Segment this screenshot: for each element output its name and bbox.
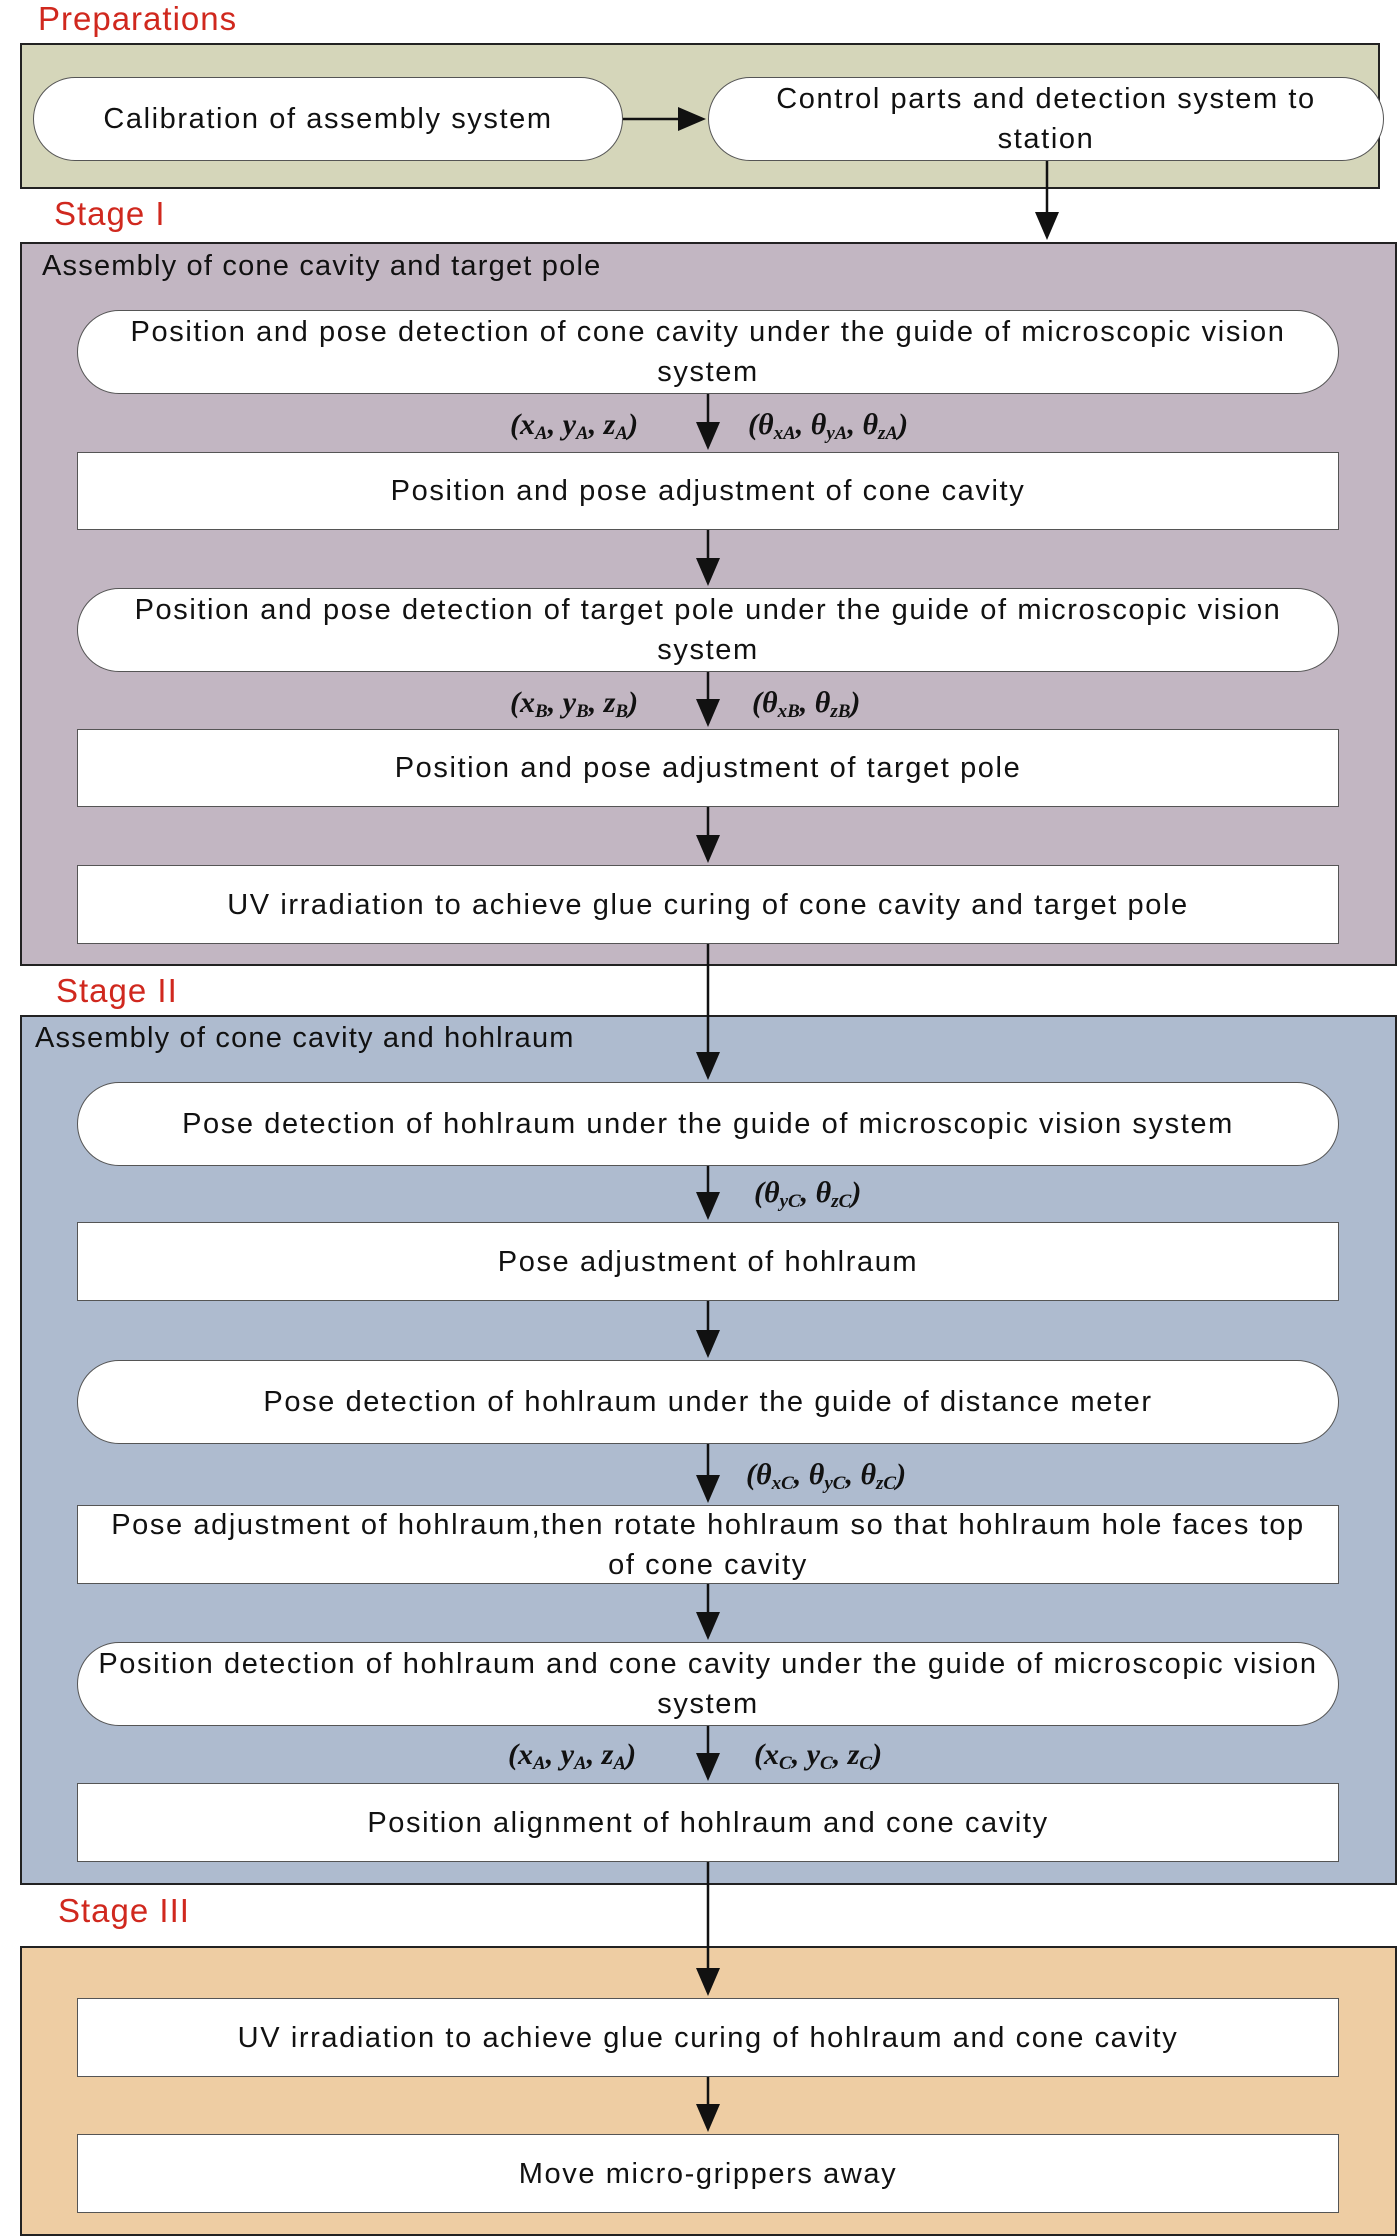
stage-1-title: Assembly of cone cavity and target pole <box>42 250 602 282</box>
arrowhead-s2-5-6 <box>696 1753 720 1781</box>
arrowhead-calibration-to-control <box>678 107 706 131</box>
stage-3-node-2: Move micro-grippers away <box>77 2134 1339 2213</box>
stage-3-node-1-text: UV irradiation to achieve glue curing of… <box>237 2021 1179 2054</box>
stage-2-node-4: Pose adjustment of hohlraum,then rotate … <box>77 1505 1339 1584</box>
stage-1-node-4: Position and pose adjustment of target p… <box>77 729 1339 807</box>
arrowhead-stage-1-to-stage-2 <box>696 1052 720 1080</box>
stage-2-label: Stage II <box>56 972 178 1009</box>
formula-ang-b: (θxB, θzB) <box>752 686 861 722</box>
stage-3-node-1: UV irradiation to achieve glue curing of… <box>77 1998 1339 2077</box>
arrowhead-s1-4-5 <box>696 835 720 863</box>
stage-1-node-5: UV irradiation to achieve glue curing of… <box>77 865 1339 944</box>
stage-2-node-5-text: Position detection of hohlraum and cone … <box>98 1648 1318 1720</box>
stage-2-node-4-text: Pose adjustment of hohlraum,then rotate … <box>111 1508 1305 1581</box>
stage-3-label: Stage III <box>58 1892 190 1929</box>
stage-1-node-5-text: UV irradiation to achieve glue curing of… <box>227 888 1189 921</box>
arrowhead-s3-1-2 <box>696 2104 720 2132</box>
formula-ang-c2: (θxC, θyC, θzC) <box>746 1458 907 1494</box>
stage-2-node-1-text: Pose detection of hohlraum under the gui… <box>182 1108 1234 1140</box>
arrowhead-stage-2-to-stage-3 <box>696 1968 720 1996</box>
stage-2-node-2-text: Pose adjustment of hohlraum <box>497 1245 919 1278</box>
stage-3-node-2-text: Move micro-grippers away <box>518 2157 898 2190</box>
stage-2-node-5: Position detection of hohlraum and cone … <box>77 1642 1339 1726</box>
stage-2-node-6-text: Position alignment of hohlraum and cone … <box>367 1806 1049 1839</box>
stage-1-node-4-text: Position and pose adjustment of target p… <box>394 752 1022 784</box>
arrowhead-s2-1-2 <box>696 1192 720 1220</box>
stage-1-node-3: Position and pose detection of target po… <box>77 588 1339 672</box>
control-parts-node: Control parts and detection system to st… <box>708 77 1384 161</box>
stage-1-node-1-text: Position and pose detection of cone cavi… <box>130 316 1286 388</box>
arrowhead-s1-3-4 <box>696 699 720 727</box>
stage-2-node-6: Position alignment of hohlraum and cone … <box>77 1783 1339 1862</box>
preparations-label: Preparations <box>38 0 238 37</box>
arrowhead-s2-3-4 <box>696 1475 720 1503</box>
formula-pos-a: (xA, yA, zA) <box>510 408 639 444</box>
formula-ang-c1: (θyC, θzC) <box>754 1176 862 1212</box>
stage-1-node-1: Position and pose detection of cone cavi… <box>77 310 1339 394</box>
calibration-node: Calibration of assembly system <box>33 77 623 161</box>
arrowhead-s1-1-2 <box>696 422 720 450</box>
calibration-node-text: Calibration of assembly system <box>103 103 553 135</box>
formula-pos-a2: (xA, yA, zA) <box>508 1738 637 1774</box>
stage-2-node-3: Pose detection of hohlraum under the gui… <box>77 1360 1339 1444</box>
stage-1-node-3-text: Position and pose detection of target po… <box>134 594 1282 666</box>
formula-pos-b: (xB, yB, zB) <box>510 686 639 722</box>
stage-2-title: Assembly of cone cavity and hohlraum <box>35 1022 575 1054</box>
control-parts-node-text: Control parts and detection system to st… <box>776 83 1316 155</box>
stage-2-node-3-text: Pose detection of hohlraum under the gui… <box>263 1386 1153 1418</box>
stage-1-node-2-text: Position and pose adjustment of cone cav… <box>390 475 1026 507</box>
stage-1-node-2: Position and pose adjustment of cone cav… <box>77 452 1339 530</box>
stage-2-node-2: Pose adjustment of hohlraum <box>77 1222 1339 1301</box>
arrowhead-control-to-stage-1 <box>1035 212 1059 240</box>
formula-pos-c: (xC, yC, zC) <box>754 1738 883 1774</box>
arrowhead-s1-2-3 <box>696 558 720 586</box>
arrowhead-s2-2-3 <box>696 1330 720 1358</box>
stage-1-label: Stage I <box>54 195 166 232</box>
stage-2-node-1: Pose detection of hohlraum under the gui… <box>77 1082 1339 1166</box>
arrowhead-s2-4-5 <box>696 1612 720 1640</box>
formula-ang-a: (θxA, θyA, θzA) <box>748 408 909 444</box>
